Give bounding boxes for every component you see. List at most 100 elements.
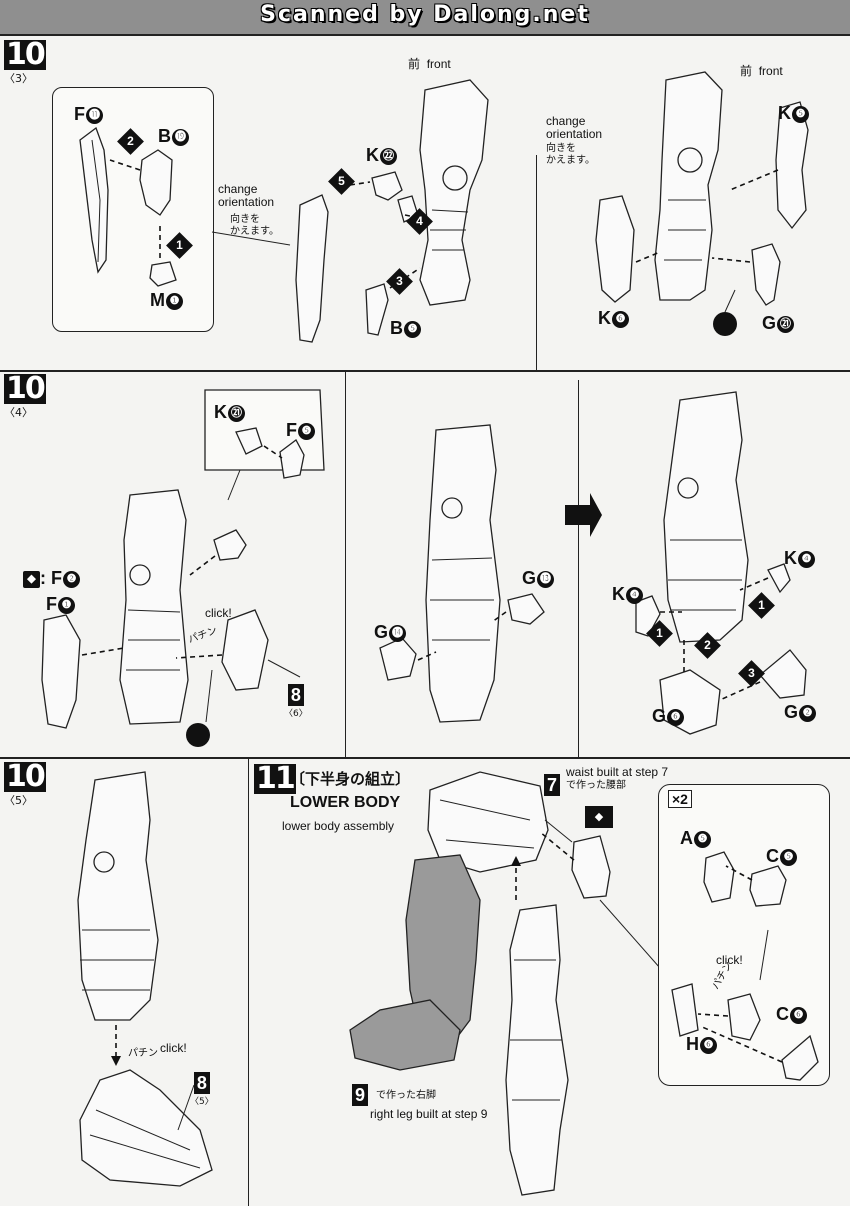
part-k21	[235, 427, 263, 455]
leg-jp: で作った右脚	[376, 1090, 436, 1101]
part-g-assembly	[221, 609, 269, 691]
leg-assembly-c	[119, 489, 189, 725]
step-marker-1a: 1	[748, 592, 775, 619]
alternate-icon: ◆	[23, 570, 40, 588]
front-label-1: 前 front	[408, 57, 451, 71]
part-g13	[507, 593, 545, 625]
click-note-1: click!	[205, 606, 232, 620]
part-g21	[751, 243, 781, 306]
step-marker-2: 2	[117, 128, 144, 155]
change-orientation-jp-1: 向きを かえます。	[230, 214, 279, 237]
waist-note: waist built at step 7	[566, 765, 669, 779]
leg-assembly-e	[663, 391, 749, 643]
substep-label: 〈3〉	[4, 72, 33, 85]
step-marker-3: 3	[738, 660, 765, 687]
step-10-3-header: 10 〈3〉	[4, 40, 46, 86]
divider-row-2	[0, 757, 850, 759]
waist-armor-part	[571, 835, 611, 899]
ref-step-8-6: 8 〈6〉	[284, 684, 308, 719]
part-b5	[365, 283, 389, 336]
polycap-icon-2	[186, 723, 210, 747]
leg-assembly-a	[419, 79, 489, 306]
part-f5	[279, 439, 305, 479]
click-note-3: click!	[716, 953, 743, 967]
waist-step-ref: 7	[544, 774, 561, 796]
subtitle: lower body assembly	[282, 819, 395, 833]
ref-step-8-5: 8 〈5〉	[190, 1072, 214, 1107]
divider-10-4a	[345, 372, 346, 757]
times-two-badge: ×2	[668, 790, 692, 808]
part-k6	[595, 195, 635, 303]
step-11-header: 11	[254, 764, 296, 794]
substep-label: 〈5〉	[4, 794, 33, 807]
right-leg-shaded	[405, 854, 481, 1041]
step-number: 10	[4, 37, 46, 72]
step-marker-1: 1	[166, 232, 193, 259]
title-en: LOWER BODY	[290, 794, 401, 811]
step-number: 10	[4, 759, 46, 794]
leg-assembly-d	[425, 424, 501, 723]
change-orientation-note-1: change orientation	[218, 182, 275, 209]
front-label-2: 前 front	[740, 64, 783, 78]
combined-k21-f5	[213, 529, 247, 561]
step-number: 11	[254, 761, 296, 796]
divider-10-4b	[578, 380, 579, 757]
step-10-5-header: 10 〈5〉	[4, 762, 46, 808]
substep-label: 〈4〉	[4, 406, 33, 419]
leg-assembly-b	[654, 71, 723, 301]
step-10-4-header: 10 〈4〉	[4, 374, 46, 420]
step-marker-2: 2	[694, 632, 721, 659]
part-k22	[371, 171, 403, 201]
leg-step-ref: 9	[352, 1084, 369, 1106]
next-arrow	[565, 493, 602, 537]
banner-text: Scanned by Dalong.net	[260, 2, 590, 27]
leg-assembly-f	[77, 771, 159, 1021]
step-marker-4: 4	[406, 208, 433, 235]
divider-row-1	[0, 370, 850, 372]
mirror-icon: ◆	[585, 806, 613, 828]
step-marker-5: 5	[328, 168, 355, 195]
step-number: 10	[4, 371, 46, 406]
click-jp-2: パチン	[128, 1048, 158, 1059]
waist-jp: で作った腰部	[566, 780, 626, 791]
part-g14	[379, 637, 417, 681]
part-k4-right	[767, 563, 791, 594]
divider-10-5	[248, 759, 249, 1206]
part-b19	[139, 149, 173, 216]
divider-10-3	[536, 155, 537, 370]
click-note-2: click!	[160, 1041, 187, 1055]
inset-box-10-3	[52, 87, 214, 332]
part-f1	[41, 614, 81, 729]
step-marker-3: 3	[386, 268, 413, 295]
part-g2	[759, 649, 807, 699]
step-marker-1b: 1	[646, 620, 673, 647]
part-f11-rotated	[295, 194, 329, 343]
part-f11	[79, 126, 109, 274]
part-m1	[149, 261, 177, 287]
foot-assembly	[79, 1069, 213, 1187]
change-orientation-jp-2: 向きを かえます。	[546, 143, 595, 166]
polycap-icon	[713, 312, 737, 336]
left-leg	[505, 904, 569, 1196]
